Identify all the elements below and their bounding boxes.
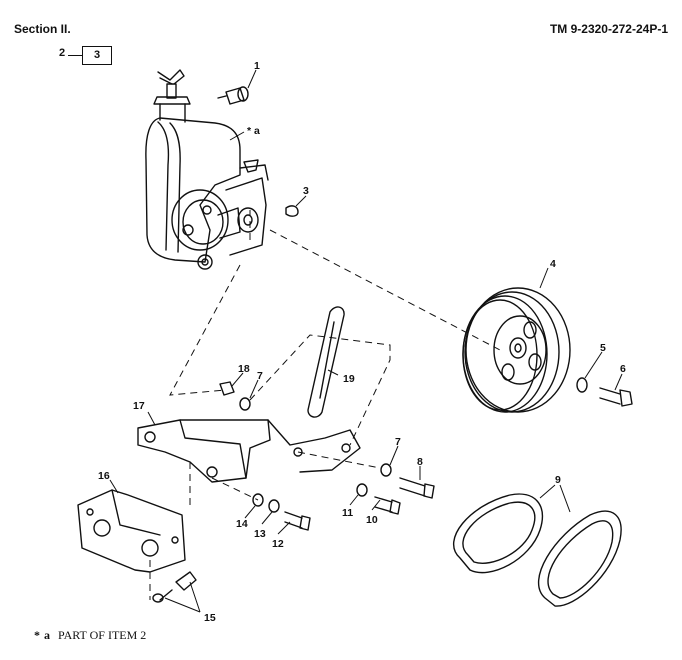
- callout-9: 9: [555, 474, 561, 486]
- item-7-washer: [239, 397, 251, 411]
- callout-10: 10: [366, 514, 378, 526]
- item-11-washer: [356, 483, 368, 497]
- callout-5: 5: [600, 342, 606, 354]
- item-8-bolt: [399, 477, 435, 499]
- item-15-hardware: [152, 571, 197, 603]
- item-12-bolt: [284, 511, 311, 531]
- callout-15: 15: [204, 612, 216, 624]
- footnote-text: PART OF ITEM 2: [58, 628, 147, 642]
- callout-11: 11: [342, 507, 354, 519]
- item-3-key: [285, 205, 299, 217]
- item-1-fitting: [217, 86, 249, 105]
- footnote-star: *: [34, 628, 40, 642]
- figure-ref-box: 3: [82, 46, 112, 65]
- callout-1: 1: [254, 60, 260, 72]
- item-4-pulley: [462, 287, 571, 413]
- item-7-washer-b: [380, 463, 392, 477]
- callout-8: 8: [417, 456, 423, 468]
- callout-13: 13: [254, 528, 266, 540]
- callout-7a: 7: [257, 370, 263, 382]
- callout-16: 16: [98, 470, 110, 482]
- item-9-belts: [453, 493, 622, 607]
- item-5-washer: [576, 377, 588, 393]
- item-14-washer: [252, 493, 264, 507]
- tm-number: TM 9-2320-272-24P-1: [549, 22, 668, 36]
- section-heading: Section II.: [14, 22, 71, 36]
- callout-3: 3: [303, 185, 309, 197]
- callout-19: 19: [343, 373, 355, 385]
- figure-ref-lead: 2: [59, 47, 66, 59]
- callout-7b: 7: [395, 436, 401, 448]
- item-18-nut: [219, 381, 235, 396]
- callout-a: * a: [247, 125, 260, 137]
- callout-18: 18: [238, 363, 250, 375]
- callout-14: 14: [236, 518, 248, 530]
- callout-12: 12: [272, 538, 284, 550]
- callout-4: 4: [550, 258, 556, 270]
- power-steering-pump: [145, 69, 269, 270]
- figure-ref-dash: [68, 55, 82, 56]
- item-6-bolt: [599, 387, 633, 407]
- callout-6: 6: [620, 363, 626, 375]
- item-13-lockwasher: [268, 499, 280, 513]
- item-17-bracket: [137, 419, 361, 483]
- callout-17: 17: [133, 400, 145, 412]
- item-19-bracket: [307, 306, 345, 418]
- item-10-bolt: [374, 496, 401, 515]
- item-16-plate: [77, 489, 186, 573]
- footnote-mark: a: [44, 628, 50, 642]
- footnote: * a PART OF ITEM 2: [34, 628, 146, 643]
